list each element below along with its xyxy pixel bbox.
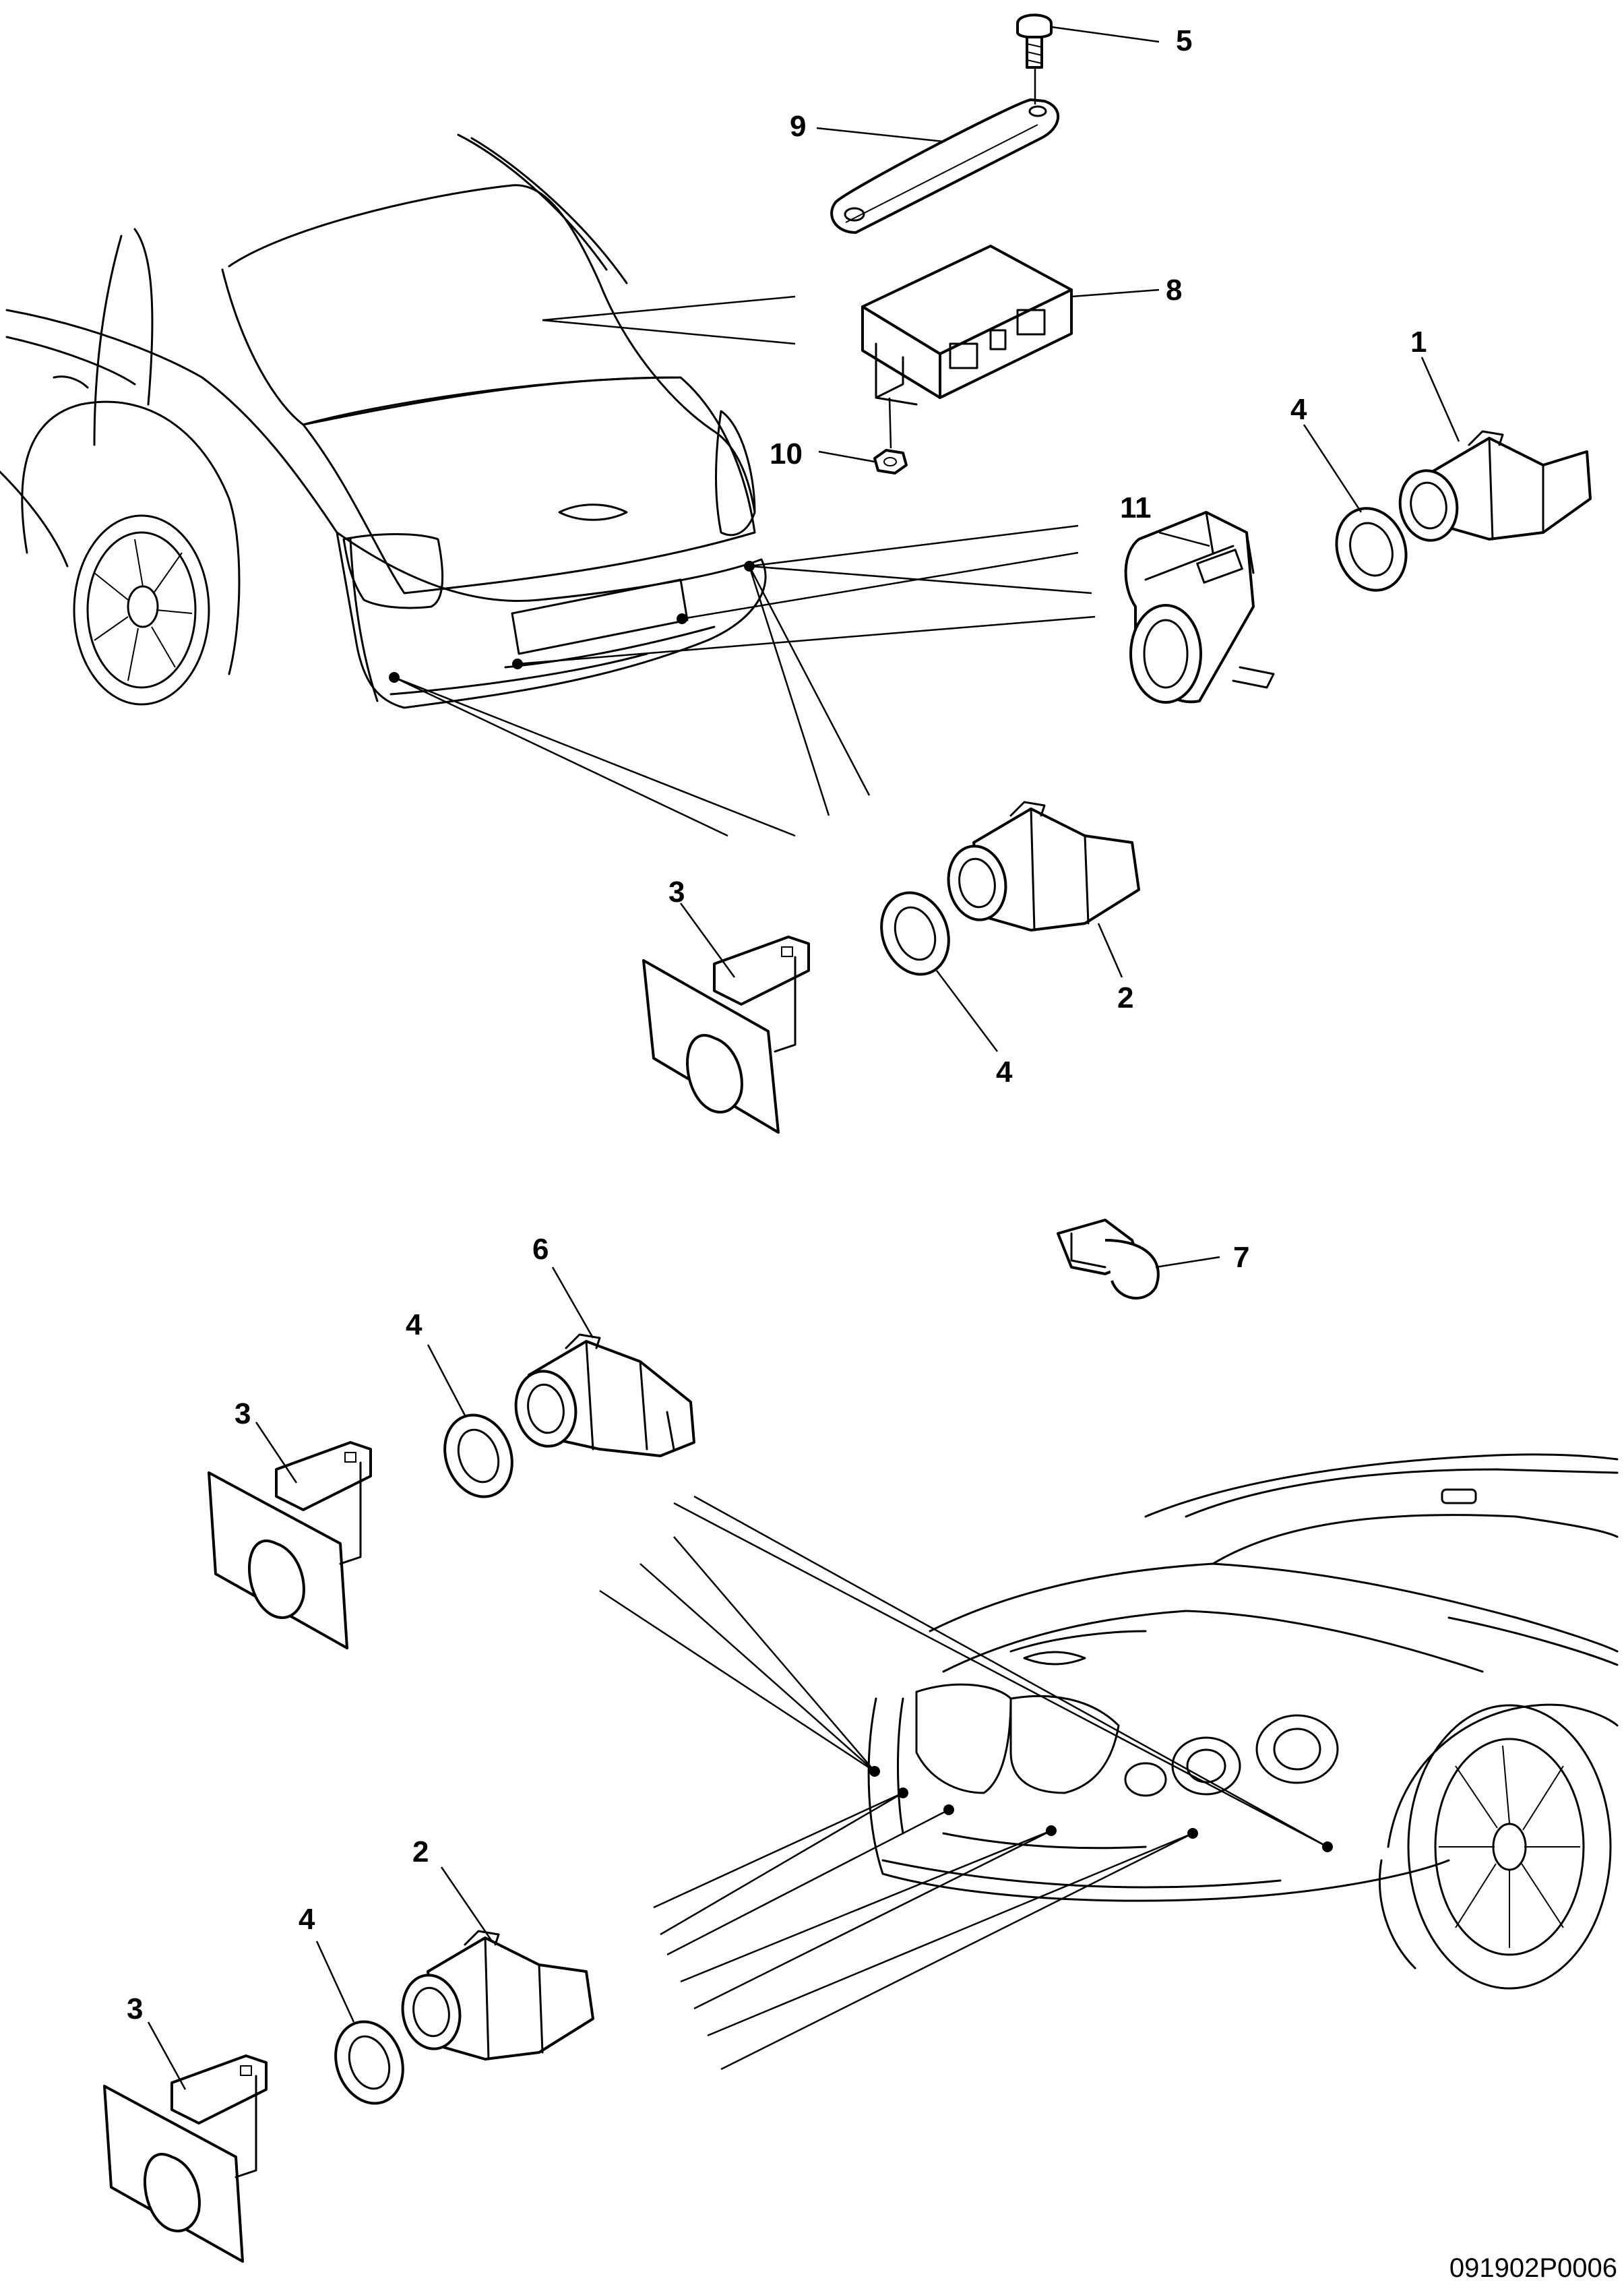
callout-3c: 3 xyxy=(127,1992,143,2025)
callout-7: 7 xyxy=(1233,1241,1249,1274)
sensor-1 xyxy=(1398,357,1592,542)
callout-6: 6 xyxy=(532,1233,549,1266)
front-car-illustration xyxy=(867,1453,1619,1990)
drawing-number: 091902P0006 xyxy=(1449,2253,1617,2283)
bracket-9 xyxy=(816,67,1059,234)
mount-bracket-3a xyxy=(642,903,810,1134)
callout-5: 5 xyxy=(1176,24,1192,57)
leader-rear-window-a xyxy=(542,295,796,322)
callout-4c: 4 xyxy=(406,1308,423,1341)
control-unit-8 xyxy=(861,245,1160,449)
callout-2b: 2 xyxy=(412,1835,429,1868)
callout-4d: 4 xyxy=(299,1903,315,1936)
callout-labels: 5 9 8 1 4 10 11 3 2 4 6 7 4 3 2 4 3 xyxy=(127,24,1427,2025)
seal-ring-4b xyxy=(880,891,998,1052)
rear-car-illustration xyxy=(0,133,767,709)
sensor-2a xyxy=(947,801,1140,978)
callout-10: 10 xyxy=(770,437,803,470)
callout-8: 8 xyxy=(1166,274,1182,307)
seal-ring-4d xyxy=(315,1941,404,2105)
callout-11: 11 xyxy=(1120,491,1152,524)
leader-lines-front xyxy=(599,1495,1328,2071)
callout-4b: 4 xyxy=(996,1056,1013,1089)
sensor-housing-11 xyxy=(1124,511,1275,704)
callout-2a: 2 xyxy=(1117,981,1133,1014)
nut-10 xyxy=(818,449,908,475)
sensor-2b xyxy=(401,1866,594,2061)
mount-bracket-3c xyxy=(103,2021,268,2263)
seal-ring-4a xyxy=(1303,424,1408,592)
callout-9: 9 xyxy=(790,110,806,143)
clip-7 xyxy=(1057,1219,1220,1300)
callout-3b: 3 xyxy=(235,1397,251,1430)
callout-1: 1 xyxy=(1410,326,1427,359)
leader-rear-window-b xyxy=(542,319,796,345)
seal-ring-4c xyxy=(427,1344,513,1498)
mount-bracket-3b xyxy=(208,1422,372,1649)
leader-lines-rear xyxy=(394,524,1096,837)
callout-3a: 3 xyxy=(668,876,685,909)
sensor-6 xyxy=(514,1266,695,1457)
screw-5 xyxy=(1016,13,1160,69)
callout-4a: 4 xyxy=(1290,393,1307,426)
